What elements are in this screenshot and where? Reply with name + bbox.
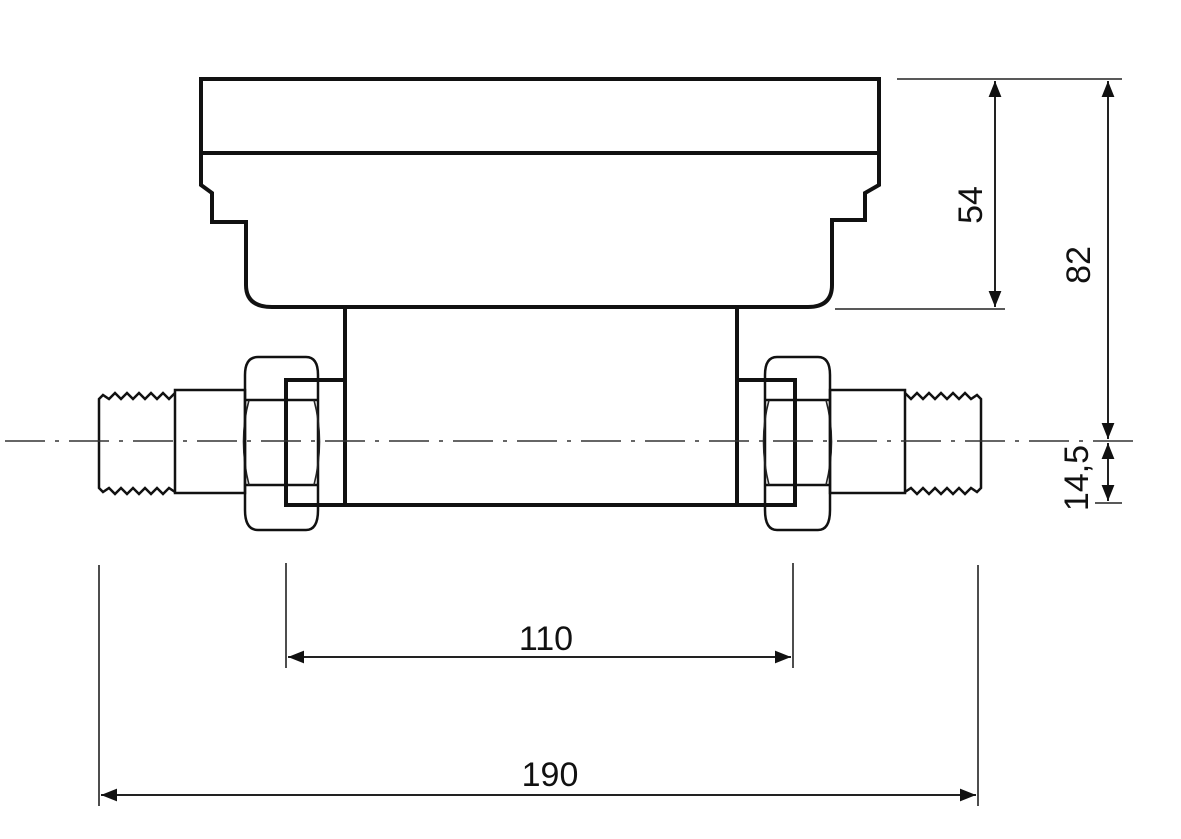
meter-body (284, 307, 797, 507)
right-pipe-connector (828, 388, 983, 496)
meter-head (199, 77, 881, 309)
dimension-lines-vertical (835, 78, 1122, 504)
left-union-nut (242, 355, 321, 532)
dimension-label-54: 54 (952, 186, 990, 224)
dimension-label-110: 110 (519, 620, 573, 658)
dimension-label-14-5: 14,5 (1058, 445, 1096, 511)
dimension-label-82: 82 (1060, 246, 1098, 284)
dimension-label-190: 190 (522, 756, 579, 794)
left-pipe-connector (97, 388, 247, 496)
dimension-lines-horizontal (98, 563, 979, 806)
right-union-nut (762, 355, 833, 532)
